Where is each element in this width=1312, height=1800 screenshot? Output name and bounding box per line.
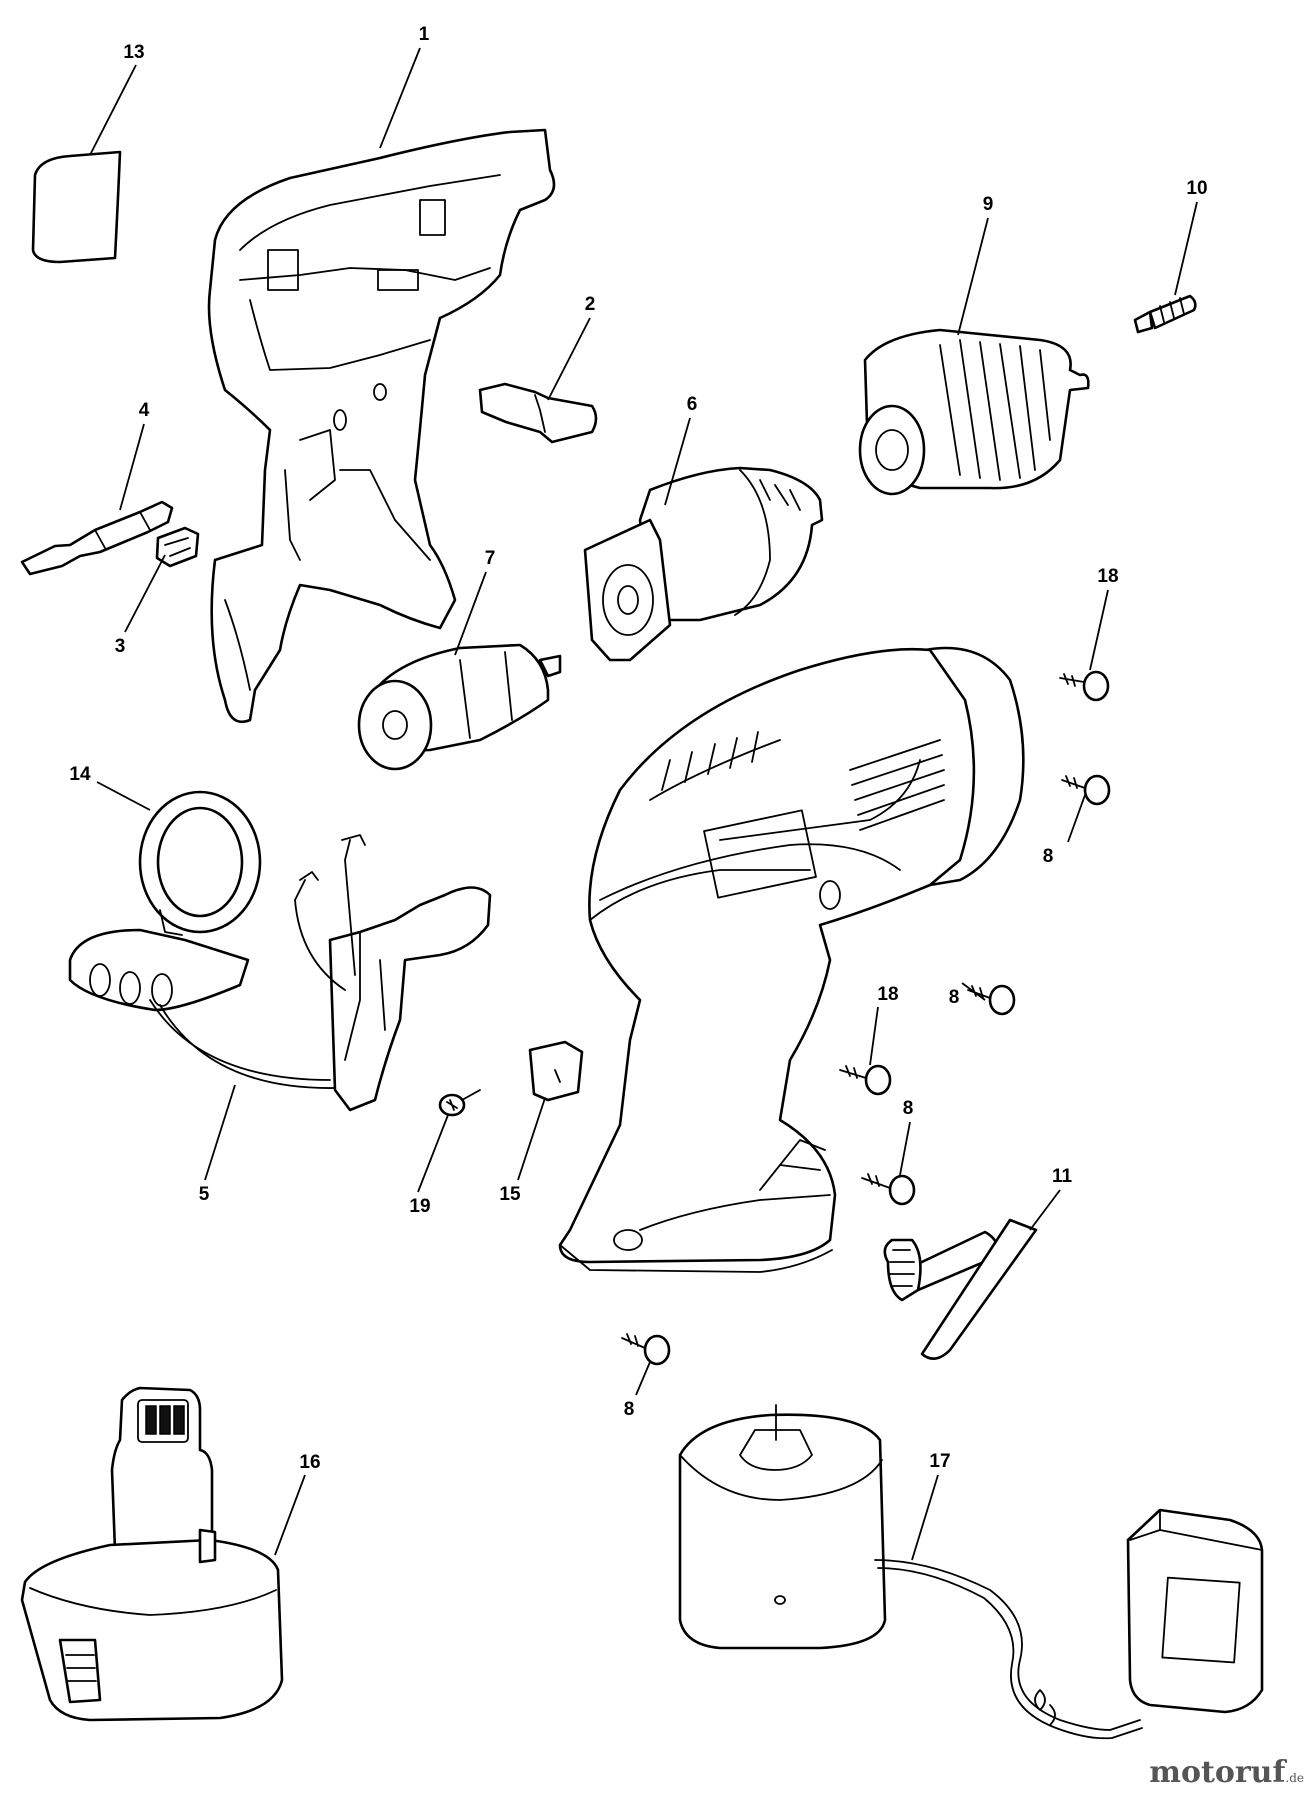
callout-6: 6 bbox=[687, 394, 698, 415]
callout-15: 15 bbox=[499, 1184, 521, 1205]
part-5-switch-assembly bbox=[68, 834, 492, 1112]
callout-13: 13 bbox=[123, 42, 144, 63]
screw-8-upper bbox=[1061, 774, 1111, 806]
callout-8d: 8 bbox=[624, 1399, 635, 1420]
callout-1: 1 bbox=[419, 24, 430, 45]
callout-16: 16 bbox=[299, 1452, 320, 1473]
assembled-drill-body bbox=[558, 646, 1025, 1273]
part-9-keyed-chuck bbox=[858, 328, 1090, 496]
callout-18a: 18 bbox=[1097, 566, 1118, 587]
callout-10: 10 bbox=[1186, 178, 1207, 199]
callout-3: 3 bbox=[115, 636, 126, 657]
part-3-clip bbox=[155, 526, 200, 568]
part-13-label bbox=[31, 150, 122, 264]
screw-18-top bbox=[1059, 670, 1110, 702]
part-19-screw bbox=[438, 1089, 481, 1117]
leader-lines bbox=[89, 47, 1198, 1561]
screw-8-lower-right bbox=[861, 1173, 916, 1206]
part-6-gearbox bbox=[583, 466, 824, 662]
callout-19: 19 bbox=[409, 1196, 430, 1217]
callout-5: 5 bbox=[199, 1184, 210, 1205]
callout-8c: 8 bbox=[903, 1098, 914, 1119]
part-15-clip bbox=[528, 1040, 584, 1102]
part-10-chuck-screw bbox=[1133, 294, 1197, 334]
callout-labels: 1 2 3 4 5 6 7 8 8 8 8 9 10 11 13 14 15 1… bbox=[69, 24, 1207, 1473]
part-7-motor bbox=[357, 643, 562, 771]
callout-4: 4 bbox=[139, 400, 150, 421]
callout-8a: 8 bbox=[1043, 846, 1054, 867]
watermark-tld: .de bbox=[1285, 1771, 1304, 1785]
motoruf-watermark: motoruf.de bbox=[1149, 1755, 1304, 1790]
callout-2: 2 bbox=[585, 294, 596, 315]
callout-8b: 8 bbox=[949, 987, 960, 1008]
callout-11: 11 bbox=[1052, 1166, 1073, 1187]
part-11-chuck-key bbox=[883, 1218, 1038, 1360]
callout-9: 9 bbox=[983, 194, 994, 215]
part-2-switch-slider bbox=[478, 382, 598, 444]
part-4-screwdriver-bit bbox=[20, 500, 174, 576]
callout-7: 7 bbox=[485, 548, 496, 569]
screw-18-lower bbox=[839, 1064, 892, 1096]
callout-14: 14 bbox=[69, 764, 91, 785]
screw-8-bottom bbox=[621, 1333, 671, 1366]
screw-8-middle bbox=[967, 984, 1016, 1016]
part-14-bumper-ring bbox=[138, 790, 262, 936]
part-17-charger bbox=[678, 1404, 1264, 1740]
watermark-name: motoruf bbox=[1149, 1755, 1286, 1790]
callout-18b: 18 bbox=[877, 984, 898, 1005]
part-16-battery bbox=[20, 1386, 284, 1722]
part-1-housing-half bbox=[207, 128, 556, 724]
callout-17: 17 bbox=[929, 1451, 950, 1472]
